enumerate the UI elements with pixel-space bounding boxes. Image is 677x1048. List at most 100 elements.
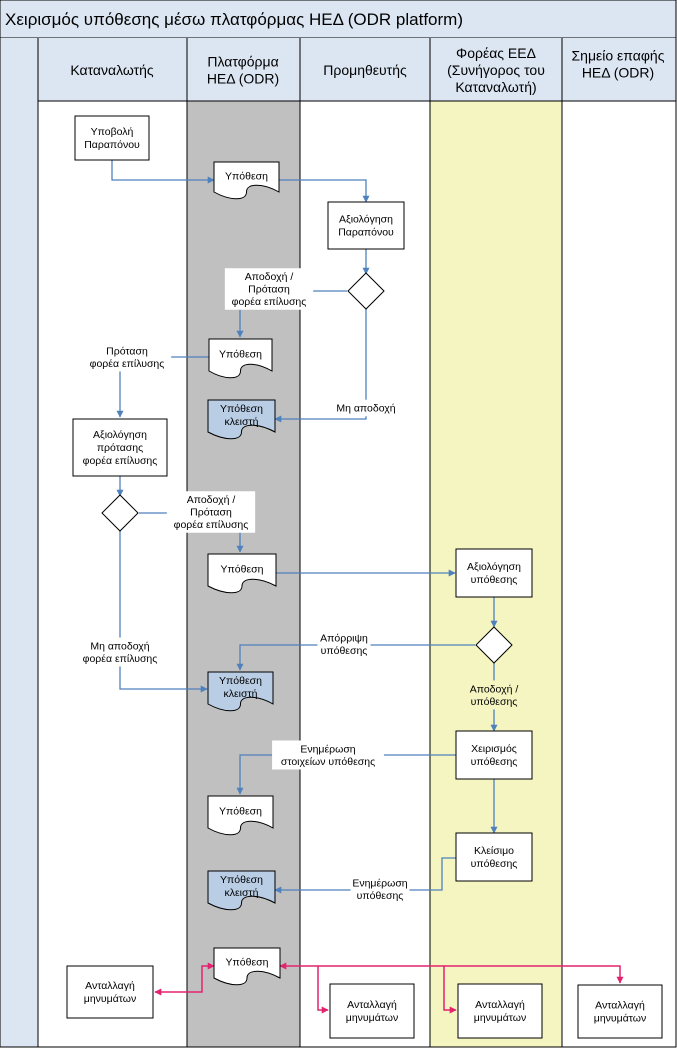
evaluate-case-process-text-line: υπόθεσης <box>471 574 518 586</box>
case-closed2-document-text-line: κλειστή <box>224 688 258 700</box>
case3-document-text: Υπόθεση <box>221 564 264 576</box>
edge-label-rejection-background <box>317 629 371 659</box>
submit-process-box <box>74 115 150 161</box>
connector-submit-to-case <box>111 160 215 184</box>
close-case-process-text-line: Κλείσιμο <box>474 845 514 857</box>
edge-label-acceptance-line: Αποδοχή / <box>470 683 519 695</box>
msg-consumer-process-box <box>66 965 154 1019</box>
case2-document: Υπόθεση <box>208 338 273 379</box>
close-case-process-text-line: υπόθεσης <box>471 858 518 870</box>
left-margin-strip <box>0 38 38 1047</box>
edge-label-update-case-background <box>350 874 410 904</box>
msg-contact-process-box <box>577 984 663 1039</box>
case3-document-shape <box>207 553 277 594</box>
msg-ade-process-box <box>457 983 543 1039</box>
evaluate-proposal-process-text-line: φορέα επίλυσης <box>83 455 158 467</box>
close-case-process-box <box>455 832 533 882</box>
lane-header-label: Καταναλωτή) <box>455 79 536 95</box>
case4-document-text-line: Υπόθεση <box>219 806 262 818</box>
edge-label-accept-proposal-supplier-line: φορέα επίλυσης <box>232 296 307 308</box>
msg-ade-process-text-line: Ανταλλαγή <box>475 999 525 1011</box>
lane-header-consumer: Καταναλωτής <box>70 62 154 78</box>
evaluate-case-process-text-line: Αξιολόγηση <box>467 561 521 573</box>
handle-case-process-text-line: υπόθεσης <box>471 756 518 768</box>
title-bar <box>0 0 677 39</box>
lane-header-label: Καταναλωτής <box>70 62 154 78</box>
message-connector-ade <box>318 965 457 1014</box>
msg-consumer-process-text-line: Ανταλλαγή <box>85 980 135 992</box>
evaluate-proposal-process-text-line: πρότασης <box>97 442 143 454</box>
lane-header-label: ΗΕΔ (ODR) <box>207 70 279 86</box>
edge-label-proposal-to-consumer-background <box>82 342 172 372</box>
case-closed3-document-text-line: κλειστή <box>225 887 259 899</box>
edge-label-proposal-to-consumer-line: Πρόταση <box>106 345 148 357</box>
message-connector-contact <box>444 965 624 984</box>
case1-document-text-line: Υπόθεση <box>225 171 268 183</box>
submit-process-text-line: Υποβολή <box>91 126 134 138</box>
edge-label-rejection-line: υπόθεσης <box>321 645 368 657</box>
edge-label-accept-proposal-supplier-background <box>224 268 314 310</box>
case-closed2-document-shape <box>207 671 274 712</box>
msg-supplier-process-box <box>329 983 415 1039</box>
case1-document-text: Υπόθεση <box>225 171 268 183</box>
edge-label-update-case-line: υπόθεσης <box>357 890 404 902</box>
msg-supplier-process-text-line: μηνυμάτων <box>346 1012 398 1024</box>
message-connectors <box>154 962 624 1014</box>
case3-document-text-line: Υπόθεση <box>221 564 264 576</box>
connector-handling-to-case <box>236 754 456 795</box>
msg-contact-process-text-line: μηνυμάτων <box>594 1013 646 1025</box>
msg-contact-process-text-line: Ανταλλαγή <box>595 1000 645 1012</box>
edge-label-not-accepted-supplier-background <box>333 399 399 417</box>
case5-document: Υπόθεση <box>213 947 281 986</box>
connector-reject-to-closed <box>274 308 367 423</box>
evaluate-proposal-process-text-line: Αξιολόγηση <box>93 429 147 441</box>
lane-header-label: Σημείο επαφής <box>572 47 665 63</box>
edge-label-accept-proposal-consumer-line: Πρόταση <box>190 507 232 519</box>
submit-process-text-line: Παραπόνου <box>84 139 140 151</box>
lane-header-supplier: Προμηθευτής <box>323 62 407 78</box>
case2-document-shape <box>208 338 273 379</box>
case2-document-text: Υπόθεση <box>219 349 262 361</box>
edge-label-update-case-data-line: Ενημέρωση <box>300 743 355 755</box>
case5-document-shape <box>213 947 281 986</box>
edge-label-not-accepted-consumer-line: φορέα επίλυσης <box>83 653 158 665</box>
lane-header-band <box>0 38 676 101</box>
nodes: ΥποβολήΠαραπόνουΥπόθεσηΑξιολόγησηΠαραπόν… <box>66 115 663 1039</box>
lane-header-label: Προμηθευτής <box>323 62 407 78</box>
decision-consumer-diamond <box>101 494 139 532</box>
connector-case-to-evaluation <box>279 179 370 203</box>
case-closed3-document-shape <box>207 870 276 911</box>
edge-label-proposal-to-consumer-line: φορέα επίλυσης <box>90 358 165 370</box>
edge-label-not-accepted-supplier: Μη αποδοχή <box>333 399 399 417</box>
evaluate-case-process-box <box>455 548 533 598</box>
case-closed1-document-shape <box>207 399 276 440</box>
decision-supplier-diamond <box>347 272 385 310</box>
edge-label-not-accepted-supplier-line: Μη αποδοχή <box>336 403 395 415</box>
case4-document-text: Υπόθεση <box>219 806 262 818</box>
handle-case-process-box <box>455 730 533 780</box>
case4-document-shape <box>207 795 274 836</box>
